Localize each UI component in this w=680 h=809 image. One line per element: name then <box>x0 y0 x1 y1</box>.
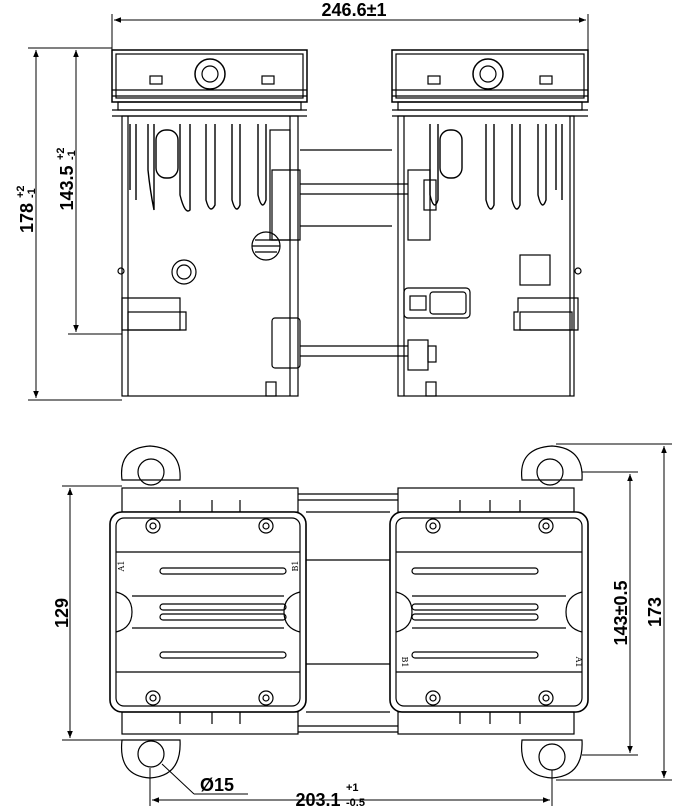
terminal-mark-a1-left: A1 <box>117 561 126 573</box>
bottom-left-module <box>109 487 307 735</box>
terminal-mark-b1-right: B1 <box>400 657 409 668</box>
bottom-center-rods <box>298 493 398 733</box>
top-view <box>111 49 589 397</box>
svg-text:143.5: 143.5 <box>57 165 77 210</box>
bottom-height-right-label: 173 <box>645 597 665 627</box>
svg-text:-1: -1 <box>66 150 78 160</box>
top-right-fins <box>429 124 563 210</box>
bottom-view <box>109 445 589 779</box>
inner-height-label: 143.5 +2 -1 <box>55 147 78 210</box>
svg-text:178: 178 <box>17 203 37 233</box>
bottom-height-left-label: 129 <box>52 598 72 628</box>
bottom-dimensions <box>62 443 672 806</box>
bottom-width-label: 203.1 +1 -0.5 <box>295 782 364 809</box>
top-left-module <box>111 49 308 397</box>
hole-diameter-label: Ø15 <box>200 775 234 795</box>
terminal-mark-a1-right: A1 <box>574 656 583 668</box>
svg-text:-1: -1 <box>26 188 38 198</box>
bottom-right-module <box>389 487 589 735</box>
top-tie-rods <box>300 149 408 357</box>
svg-text:+2: +2 <box>15 185 27 198</box>
top-width-label: 246.6±1 <box>322 0 387 20</box>
terminal-mark-b1-left: B1 <box>291 561 300 572</box>
svg-text:+2: +2 <box>55 147 67 160</box>
top-left-fins <box>129 124 267 212</box>
svg-text:-0.5: -0.5 <box>346 797 365 809</box>
outer-height-label: 178 +2 -1 <box>15 185 38 233</box>
svg-text:203.1: 203.1 <box>295 790 340 809</box>
top-right-module <box>391 49 589 397</box>
top-dimensions <box>28 14 589 401</box>
svg-text:+1: +1 <box>346 782 359 794</box>
bottom-height-mid-label: 143±0.5 <box>611 581 631 646</box>
